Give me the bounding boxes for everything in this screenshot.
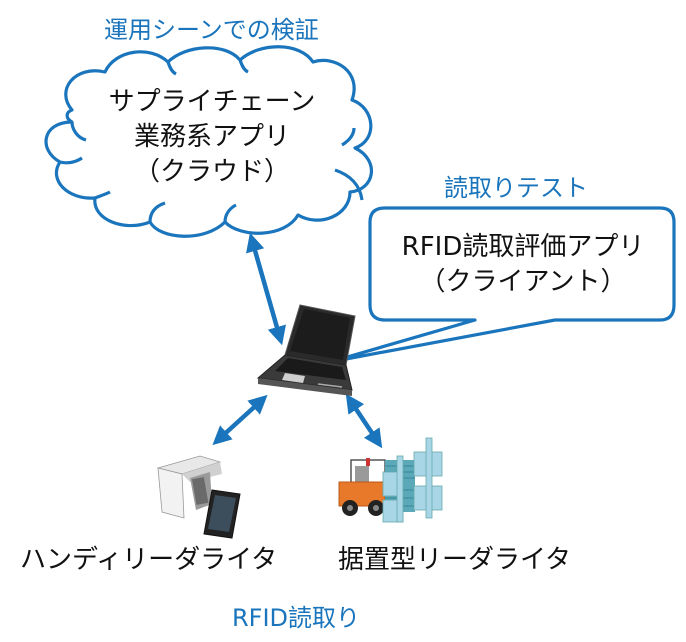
forklift-gate-reader-icon [338, 437, 443, 523]
client-heading: 読取りテスト [444, 174, 588, 202]
client-line-2: （クライアント） [419, 267, 627, 298]
cloud-text: サプライチェーン 業務系アプリ （クラウド） [92, 85, 332, 190]
footer-label: RFID読取り [232, 604, 361, 632]
fixed-reader-label: 据置型リーダライタ [338, 545, 571, 575]
client-text: RFID読取評価アプリ （クライアント） [378, 230, 668, 300]
laptop-icon [256, 304, 356, 396]
laptop-handy-arrow [212, 394, 268, 446]
cloud-heading: 運用シーンでの検証 [104, 16, 319, 44]
client-line-1: RFID読取評価アプリ [401, 232, 645, 262]
cloud-line-2: 業務系アプリ [133, 122, 290, 153]
cloud-line-1: サプライチェーン [108, 87, 316, 117]
cloud-shape [44, 45, 373, 238]
handheld-reader-icon [156, 455, 241, 539]
handy-reader-label: ハンディリーダライタ [20, 545, 278, 575]
cloud-laptop-arrow [246, 232, 286, 346]
laptop-fixed-arrow [345, 393, 383, 449]
speech-bubble [328, 206, 676, 364]
cloud-line-3: （クラウド） [133, 157, 290, 188]
